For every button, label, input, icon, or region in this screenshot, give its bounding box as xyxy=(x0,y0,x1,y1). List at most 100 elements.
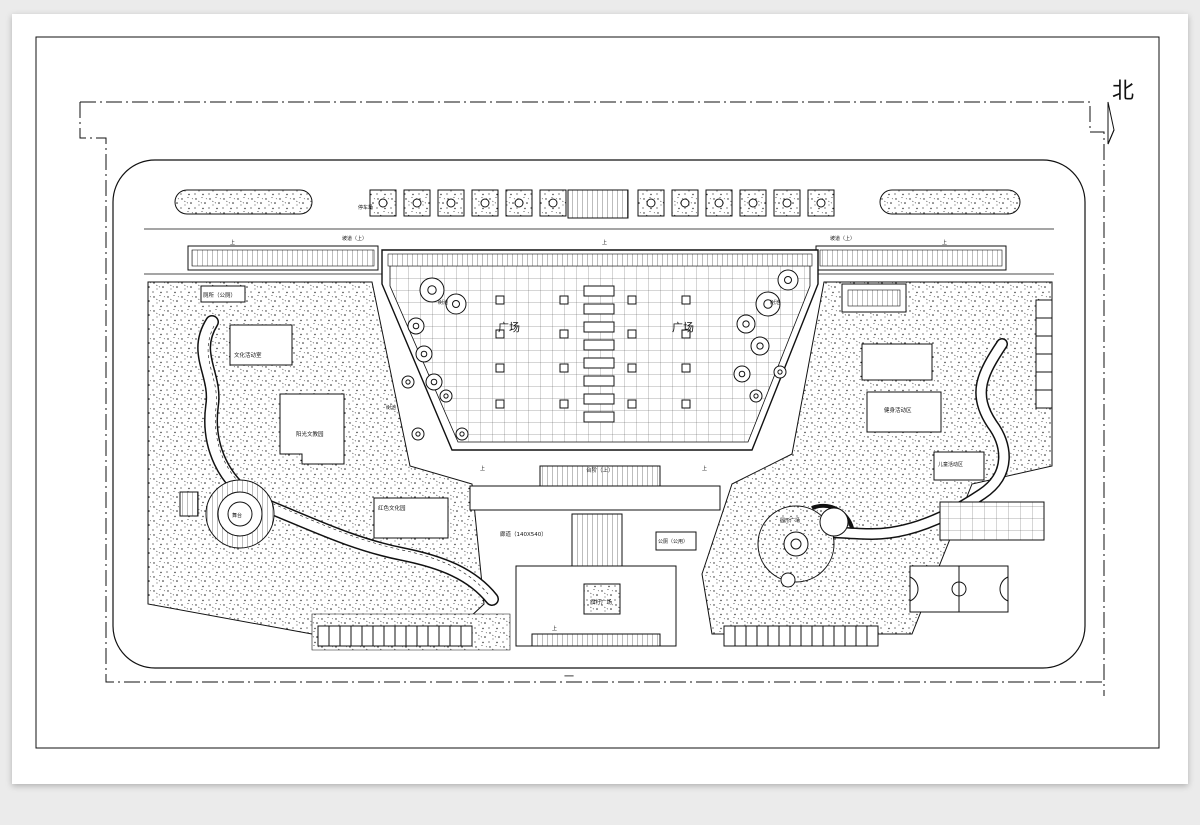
plaza-tree-core xyxy=(452,300,460,308)
plaza-tree-core xyxy=(763,299,773,309)
parking-bay-south xyxy=(460,625,473,647)
parking-bay-south xyxy=(438,625,451,647)
site-boundary xyxy=(79,101,1105,696)
parking-bay-south xyxy=(789,625,802,647)
red-culture-garden-label: 红色文化园 xyxy=(378,504,406,512)
plaza-post xyxy=(495,399,505,409)
south-parking xyxy=(317,625,879,647)
plaza-tree-core xyxy=(420,350,428,358)
plaza-tree-core xyxy=(742,320,750,328)
bay-tree xyxy=(548,198,558,208)
plaza-label-right: 广场 xyxy=(672,320,694,334)
amphitheater: 舞台 xyxy=(179,479,275,549)
plaza-slab xyxy=(583,285,615,297)
plaza-post xyxy=(495,295,505,305)
steps-center-label: 台阶（上） xyxy=(586,466,614,474)
round-plaza-fan xyxy=(819,507,849,537)
exhibit-building xyxy=(279,393,345,465)
plaza-tree-core xyxy=(784,276,792,284)
up-marker-2: 上 xyxy=(602,239,607,246)
plaza-tree-core xyxy=(738,370,746,378)
bay-tree xyxy=(480,198,490,208)
bay-tree xyxy=(646,198,656,208)
bay-tree xyxy=(782,198,792,208)
plaza-post xyxy=(559,363,569,373)
parking-bay-east xyxy=(1035,389,1053,409)
plaza-slab xyxy=(583,357,615,369)
bottom-marker: 一 xyxy=(564,672,574,683)
east-courtyard xyxy=(861,343,933,381)
plaza-tree-core xyxy=(427,285,437,295)
plaza-post xyxy=(559,295,569,305)
parking-bay-east xyxy=(1035,299,1053,319)
plaza-slab xyxy=(583,339,615,351)
sports-courts xyxy=(909,501,1045,613)
plaza-post xyxy=(495,329,505,339)
parking-bay-south xyxy=(844,625,857,647)
parking-bay-south xyxy=(745,625,758,647)
plaza-tree-core xyxy=(756,342,764,350)
parking-bay-south xyxy=(383,625,396,647)
ramp-left-label: 坡道（上） xyxy=(342,235,367,242)
north-arrow: 北 xyxy=(1107,79,1134,145)
parking-bay-south xyxy=(372,625,385,647)
central-plaza: 广场 广场 xyxy=(381,249,819,451)
parking-bay-south xyxy=(328,625,341,647)
heritage-plaza-label: 廊道（140X540） xyxy=(500,530,547,538)
parking-bay-south xyxy=(317,625,330,647)
east-pond-inner xyxy=(847,289,901,307)
parking-strip: 停车场 xyxy=(174,189,1021,219)
plaza-tree-core xyxy=(430,378,438,386)
parking-bay-south xyxy=(767,625,780,647)
parking-bay-south xyxy=(416,625,429,647)
tree-label-right: 树池 xyxy=(770,299,780,306)
fitness-area-label: 健身活动区 xyxy=(884,406,912,414)
parking-bay-south xyxy=(394,625,407,647)
plaza-post xyxy=(559,329,569,339)
up-marker-1: 上 xyxy=(230,239,235,246)
north-label: 北 xyxy=(1112,79,1134,104)
parking-bay-south xyxy=(350,625,363,647)
tree-label-left: 树池 xyxy=(438,299,448,306)
parking-bay-south xyxy=(449,625,462,647)
plaza-label-left: 广场 xyxy=(498,320,520,334)
plaza-post xyxy=(681,295,691,305)
parking-bay xyxy=(471,189,499,217)
parking-bay-east xyxy=(1035,317,1053,337)
plaza-tree-core xyxy=(405,379,411,385)
parking-bay-east xyxy=(1035,353,1053,373)
plaza-post xyxy=(681,399,691,409)
fitness-area xyxy=(866,391,942,433)
entrance-sculpture xyxy=(567,189,629,219)
drawing-frame xyxy=(35,36,1160,749)
bay-tree xyxy=(378,198,388,208)
plaza-post xyxy=(627,399,637,409)
parking-bay xyxy=(807,189,835,217)
up-marker-5: 上 xyxy=(480,465,485,472)
bay-tree xyxy=(748,198,758,208)
parking-bay-east xyxy=(1035,335,1053,355)
bay-tree xyxy=(680,198,690,208)
site-plan: 北 停车场 坡道（上） 坡道（上） 广场 广场 厕所（公厕） 文化活动室 xyxy=(35,36,1160,749)
plaza-slab xyxy=(583,393,615,405)
bay-tree xyxy=(412,198,422,208)
toilet-south xyxy=(655,531,697,551)
parking-bay-south xyxy=(361,625,374,647)
parking-bay-south xyxy=(778,625,791,647)
parking-bay-south xyxy=(339,625,352,647)
parking-bay-south xyxy=(405,625,418,647)
stage-label: 舞台 xyxy=(232,512,242,519)
plaza-post xyxy=(627,295,637,305)
parking-bay-south xyxy=(723,625,736,647)
plaza-post xyxy=(627,363,637,373)
ramp-left-steps xyxy=(191,249,375,267)
plaza-post xyxy=(495,363,505,373)
culture-hall-label: 文化活动室 xyxy=(234,351,262,359)
ramp-right-label: 坡道（上） xyxy=(830,235,855,242)
parking-bay-south xyxy=(822,625,835,647)
parking-bay-south xyxy=(427,625,440,647)
tree-label-mid: 树池 xyxy=(386,404,396,411)
red-culture-garden xyxy=(373,497,449,539)
plaza-slab xyxy=(583,375,615,387)
plaza-post xyxy=(681,329,691,339)
